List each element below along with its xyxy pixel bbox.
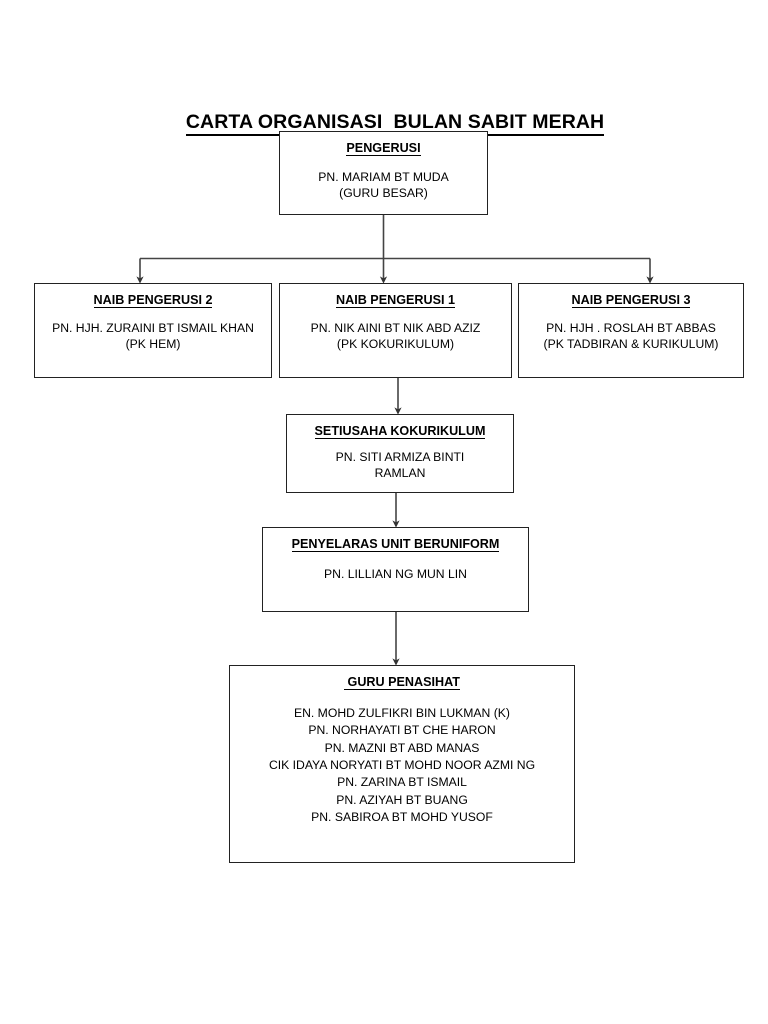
node-naib-pengerusi-3-title: NAIB PENGERUSI 3	[571, 293, 691, 308]
node-pengerusi-body: PN. MARIAM BT MUDA (GURU BESAR)	[318, 170, 449, 201]
node-naib-pengerusi-1-title: NAIB PENGERUSI 1	[336, 293, 455, 308]
node-setiusaha-kokurikulum-body: PN. SITI ARMIZA BINTI RAMLAN	[335, 450, 465, 481]
node-naib-pengerusi-2-body: PN. HJH. ZURAINI BT ISMAIL KHAN (PK HEM)	[52, 321, 254, 352]
node-setiusaha-kokurikulum-title: SETIUSAHA KOKURIKULUM	[314, 424, 486, 439]
node-penyelaras-unit-beruniform[interactable]: PENYELARAS UNIT BERUNIFORM PN. LILLIAN N…	[262, 527, 529, 612]
node-penyelaras-unit-beruniform-title: PENYELARAS UNIT BERUNIFORM	[291, 537, 500, 552]
node-naib-pengerusi-2[interactable]: NAIB PENGERUSI 2 PN. HJH. ZURAINI BT ISM…	[34, 283, 272, 378]
node-naib-pengerusi-3-body: PN. HJH . ROSLAH BT ABBAS (PK TADBIRAN &…	[543, 321, 719, 352]
node-setiusaha-kokurikulum[interactable]: SETIUSAHA KOKURIKULUM PN. SITI ARMIZA BI…	[286, 414, 514, 493]
node-guru-penasihat[interactable]: GURU PENASIHAT EN. MOHD ZULFIKRI BIN LUK…	[229, 665, 575, 863]
node-naib-pengerusi-1[interactable]: NAIB PENGERUSI 1 PN. NIK AINI BT NIK ABD…	[279, 283, 512, 378]
page-title-text: CARTA ORGANISASI BULAN SABIT MERAH	[185, 111, 605, 136]
node-guru-penasihat-title: GURU PENASIHAT	[344, 675, 460, 690]
node-penyelaras-unit-beruniform-body: PN. LILLIAN NG MUN LIN	[324, 567, 467, 581]
node-pengerusi-title: PENGERUSI	[346, 141, 421, 156]
node-guru-penasihat-body: EN. MOHD ZULFIKRI BIN LUKMAN (K) PN. NOR…	[268, 706, 536, 824]
node-naib-pengerusi-1-body: PN. NIK AINI BT NIK ABD AZIZ (PK KOKURIK…	[310, 321, 481, 352]
node-pengerusi[interactable]: PENGERUSI PN. MARIAM BT MUDA (GURU BESAR…	[279, 131, 488, 215]
node-naib-pengerusi-3[interactable]: NAIB PENGERUSI 3 PN. HJH . ROSLAH BT ABB…	[518, 283, 744, 378]
node-naib-pengerusi-2-title: NAIB PENGERUSI 2	[93, 293, 213, 308]
page-title: CARTA ORGANISASI BULAN SABIT MERAH	[0, 88, 768, 157]
